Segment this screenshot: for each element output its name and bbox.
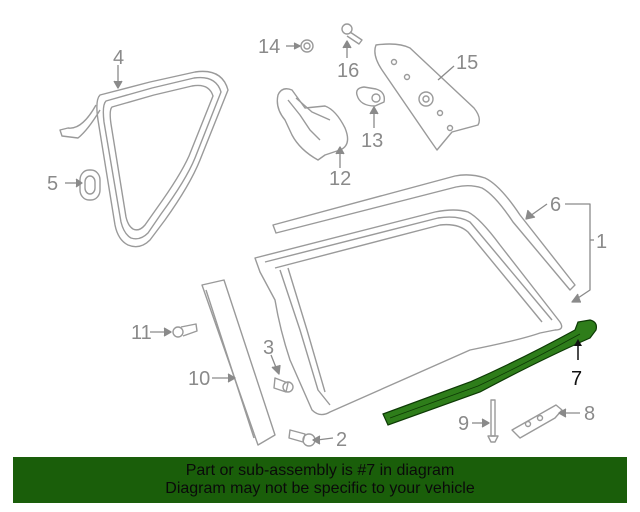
callout-12[interactable]: 12 [329, 168, 351, 190]
callout-14[interactable]: 14 [258, 36, 280, 58]
callout-13[interactable]: 13 [361, 130, 383, 152]
callout-2[interactable]: 2 [336, 429, 347, 451]
part-6-molding[interactable] [272, 174, 576, 291]
part-8-bracket[interactable] [511, 404, 563, 439]
part-2-bolt[interactable] [288, 429, 316, 447]
callout-5[interactable]: 5 [47, 173, 58, 195]
callout-3[interactable]: 3 [263, 337, 274, 359]
part-12-latch[interactable] [276, 88, 349, 161]
callout-11[interactable]: 11 [131, 322, 152, 344]
callout-1[interactable]: 1 [596, 231, 607, 253]
callout-6[interactable]: 6 [550, 194, 561, 216]
callout-7[interactable]: 7 [571, 368, 582, 390]
part-14-nut[interactable] [300, 39, 314, 53]
callout-9[interactable]: 9 [458, 413, 469, 435]
arrow-7 [574, 339, 582, 346]
part-4-glass-seal[interactable] [59, 70, 232, 248]
parts-diagram: 4 5 14 16 15 13 12 6 1 11 3 10 7 9 8 2 [47, 23, 607, 451]
banner-line-part: Part or sub-assembly is #7 in diagram [185, 462, 455, 479]
part-9-pin[interactable] [487, 399, 499, 443]
callout-16[interactable]: 16 [337, 60, 359, 82]
part-3-bolt[interactable] [273, 377, 294, 393]
part-notice-banner: Part or sub-assembly is #7 in diagram Di… [13, 457, 627, 503]
callout-8[interactable]: 8 [584, 403, 595, 425]
part-5-grommet[interactable] [79, 169, 101, 201]
part-1-quarter-window[interactable] [254, 209, 563, 416]
part-11-bolt[interactable] [172, 323, 198, 338]
banner-line-disclaimer: Diagram may not be specific to your vehi… [165, 480, 475, 497]
callout-10[interactable]: 10 [188, 368, 210, 390]
callout-4[interactable]: 4 [113, 47, 124, 69]
leader-lines [65, 40, 594, 445]
part-13-clip[interactable] [355, 86, 386, 107]
part-7-glass-run-channel[interactable] [382, 319, 597, 426]
part-15-trim-panel[interactable] [374, 43, 481, 151]
callout-15[interactable]: 15 [456, 52, 478, 74]
part-16-bolt[interactable] [341, 23, 363, 45]
part-10-pillar-trim[interactable] [201, 279, 276, 446]
